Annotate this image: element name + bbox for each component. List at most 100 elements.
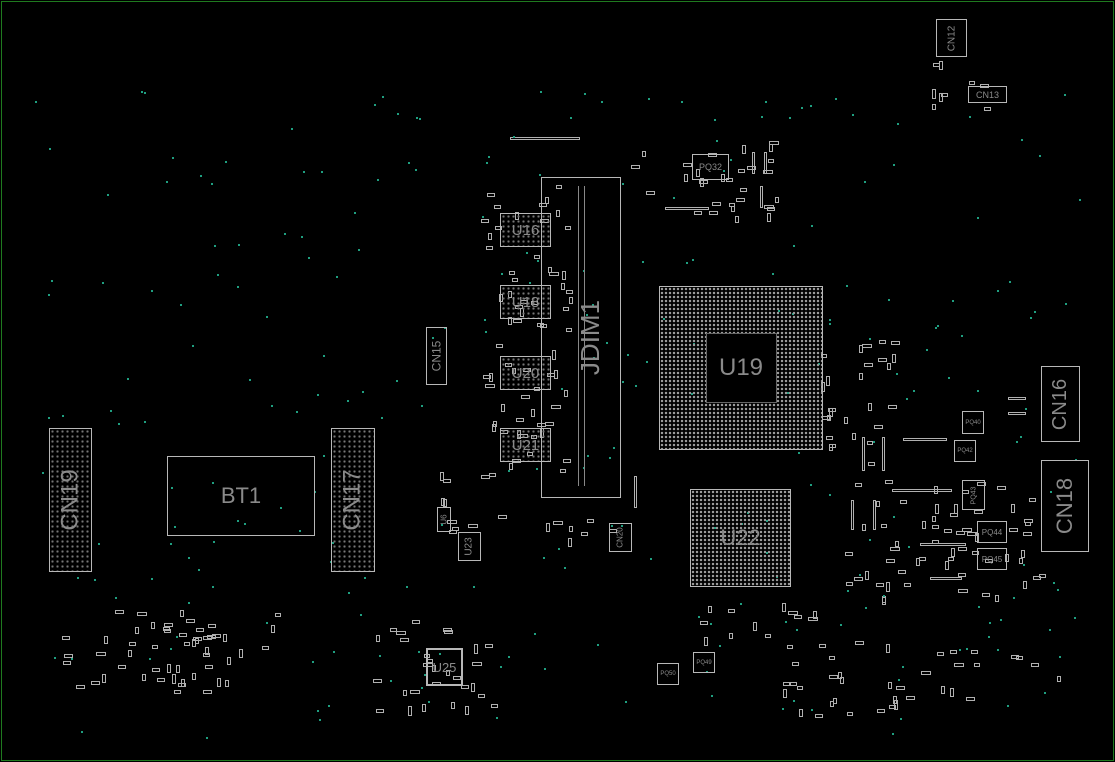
component-pq32[interactable]: PQ32	[692, 154, 729, 180]
smd-pad	[489, 372, 494, 382]
component-u25[interactable]: U25	[426, 648, 463, 686]
component-u22[interactable]: U22	[690, 489, 791, 587]
smd-pad	[828, 407, 837, 412]
smd-pad	[775, 197, 780, 204]
smd-pad	[508, 270, 515, 275]
via	[303, 170, 306, 173]
via	[641, 261, 644, 264]
component-cn19[interactable]: CN19	[49, 428, 92, 572]
pq40-label: PQ40	[965, 419, 981, 426]
via	[205, 736, 208, 739]
component-u18[interactable]: U18	[500, 285, 551, 319]
smd-pad	[900, 499, 908, 504]
via	[236, 286, 239, 289]
component-pq43[interactable]: PQ43	[962, 480, 985, 510]
smd-pad	[797, 685, 804, 690]
smd-pad	[468, 523, 478, 528]
smd-pad	[955, 530, 965, 535]
smd-pad	[227, 657, 232, 666]
component-u23[interactable]: U23	[458, 532, 481, 561]
via	[354, 211, 357, 214]
smd-pad	[953, 662, 964, 667]
smd-pad	[725, 178, 733, 183]
smd-pad	[552, 521, 563, 526]
smd-pad	[941, 93, 949, 98]
component-cn12[interactable]: CN12	[936, 19, 967, 57]
smd-pad	[731, 206, 736, 213]
smd-pad	[193, 637, 203, 642]
via	[438, 652, 441, 655]
via	[212, 540, 215, 543]
trace-pad	[851, 500, 854, 530]
component-pq45[interactable]: PQ45	[977, 548, 1007, 570]
component-u21[interactable]: U21	[500, 428, 551, 462]
via	[785, 620, 788, 623]
smd-pad	[867, 403, 872, 412]
smd-pad	[807, 617, 818, 622]
smd-pad	[859, 345, 864, 354]
u6-label: U6	[439, 514, 449, 525]
component-u6[interactable]: U6	[437, 507, 451, 532]
via	[936, 325, 939, 328]
component-cn17[interactable]: CN17	[331, 428, 375, 572]
smd-pad	[586, 519, 594, 524]
smd-pad	[887, 363, 892, 371]
smd-pad	[207, 623, 216, 628]
smd-pad	[683, 163, 693, 168]
smd-pad	[708, 153, 718, 158]
via	[925, 348, 928, 351]
via	[592, 356, 595, 359]
component-u20[interactable]: U20	[500, 356, 551, 390]
via	[828, 493, 831, 496]
component-cn18[interactable]: CN18	[1041, 460, 1089, 552]
component-cn20[interactable]: CN20	[609, 523, 632, 552]
via	[564, 566, 567, 569]
smd-pad	[561, 270, 566, 280]
smd-pad	[512, 278, 519, 283]
component-cn15[interactable]: CN15	[426, 327, 447, 385]
via	[582, 270, 585, 273]
component-jdim1[interactable]: JDIM1	[541, 177, 621, 498]
via	[730, 158, 733, 161]
via	[1057, 588, 1060, 591]
via	[611, 524, 614, 527]
component-u16[interactable]: U16	[500, 213, 551, 247]
component-pq49[interactable]: PQ49	[693, 652, 715, 673]
smd-pad	[641, 150, 646, 157]
via	[347, 399, 350, 402]
smd-pad	[708, 605, 713, 613]
via	[420, 405, 423, 408]
smd-pad	[867, 461, 875, 466]
via	[172, 156, 175, 159]
trace-pad	[510, 137, 580, 140]
component-u19[interactable]: U19	[659, 286, 823, 450]
component-pq50[interactable]: PQ50	[657, 663, 679, 685]
smd-pad	[982, 592, 991, 597]
component-pq40[interactable]: PQ40	[962, 411, 984, 434]
smd-pad	[473, 644, 478, 655]
cn19-label: CN19	[56, 469, 84, 531]
trace-pad	[892, 489, 952, 492]
component-cn13[interactable]: CN13	[968, 86, 1007, 103]
via	[536, 259, 539, 262]
component-cn16[interactable]: CN16	[1041, 366, 1080, 442]
via	[151, 578, 154, 581]
component-bt1[interactable]: BT1	[167, 456, 315, 536]
pq44-label: PQ44	[981, 527, 1003, 537]
smd-pad	[738, 169, 746, 174]
via	[892, 732, 895, 735]
via	[809, 484, 812, 487]
via	[192, 344, 195, 347]
smd-pad	[861, 344, 872, 349]
smd-pad	[891, 354, 896, 364]
trace-pad	[665, 207, 709, 210]
smd-pad	[878, 357, 888, 362]
via	[947, 376, 950, 379]
component-pq44[interactable]: PQ44	[977, 521, 1007, 543]
smd-pad	[1022, 581, 1027, 590]
component-pq42[interactable]: PQ42	[954, 440, 976, 462]
via	[187, 601, 190, 604]
via	[150, 290, 153, 293]
via	[883, 595, 886, 598]
